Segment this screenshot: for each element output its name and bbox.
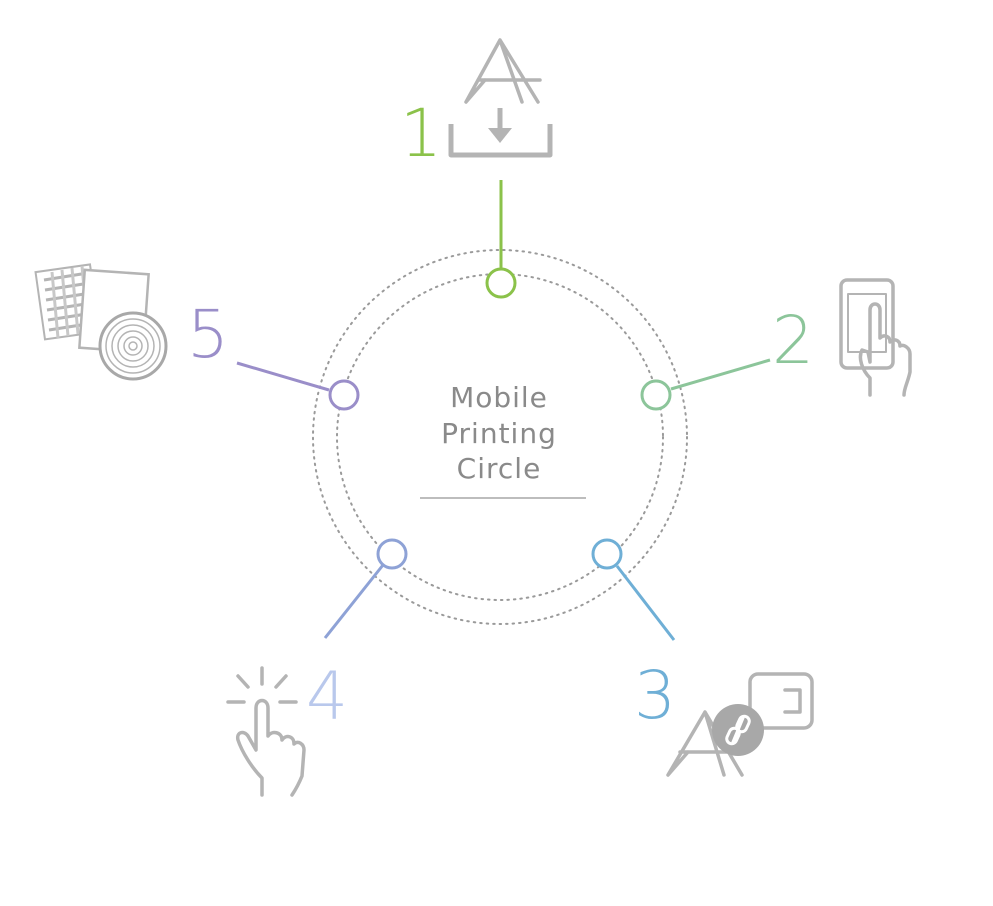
- center-title-line-2: Printing: [441, 417, 557, 450]
- center-title-line-3: Circle: [457, 452, 542, 485]
- step-2-number: 2: [772, 302, 814, 379]
- step-5-connector-line: [236, 361, 330, 392]
- step-5-node: [328, 379, 360, 411]
- center-title-line-1: Mobile: [450, 381, 548, 414]
- step-3-number: 3: [634, 657, 676, 734]
- font-link-icon: [666, 672, 814, 777]
- step-3-node: [591, 538, 623, 570]
- step-4-node: [376, 538, 408, 570]
- step-1: 1: [400, 38, 553, 299]
- font-download-icon: [448, 38, 553, 158]
- step-3: 3: [591, 538, 814, 777]
- step-5: 5: [34, 263, 360, 411]
- step-5-number: 5: [187, 296, 229, 373]
- materials-icon: [34, 263, 168, 381]
- step-2-node: [640, 379, 672, 411]
- step-4-connector-line: [323, 564, 385, 639]
- finger-tap-icon: [226, 666, 306, 797]
- step-4-number: 4: [306, 658, 348, 735]
- step-1-node: [485, 267, 517, 299]
- wood-log-icon: [98, 311, 168, 381]
- step-4: 4: [226, 538, 408, 797]
- step-2-connector-line: [670, 358, 771, 391]
- outer-dotted-ring: [312, 249, 688, 625]
- step-3-connector-line: [615, 565, 676, 641]
- phone-tap-icon: [839, 278, 912, 397]
- step-2: 2: [640, 278, 912, 411]
- step-1-number: 1: [400, 95, 442, 172]
